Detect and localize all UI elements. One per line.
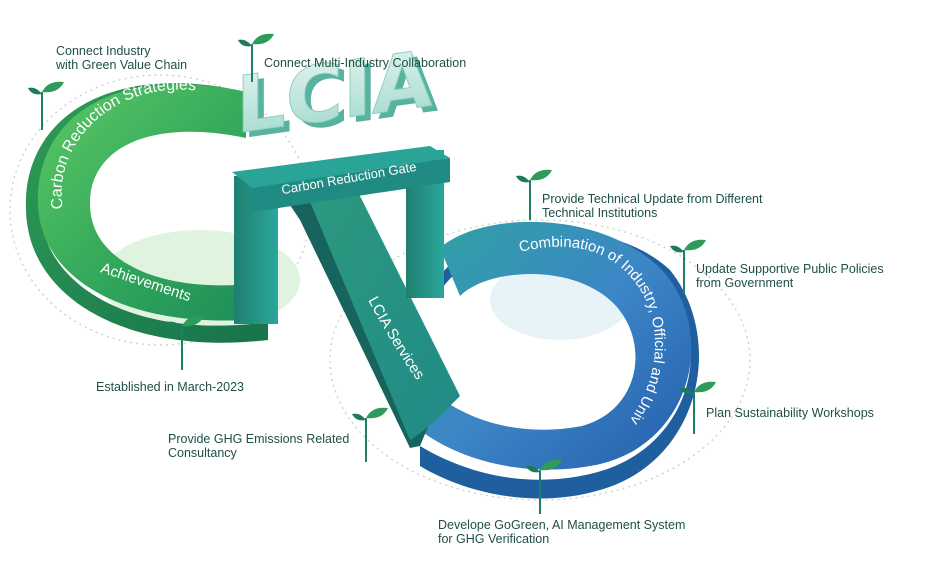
right-loop-side xyxy=(420,231,700,499)
sprout-markers xyxy=(28,33,716,514)
sprout-public-policies-icon xyxy=(670,239,706,294)
gate-top xyxy=(232,146,450,188)
node-text-line: from Government xyxy=(696,276,794,290)
sprout-technical-update-icon xyxy=(516,169,552,220)
lcia-logo: LCIA LCIA xyxy=(236,33,439,157)
node-text-line: Provide Technical Update from Different xyxy=(542,192,763,206)
node-public-policies: Update Supportive Public Policies from G… xyxy=(696,262,884,290)
services-band xyxy=(300,172,460,440)
sprout-connect-industry-icon xyxy=(28,81,64,130)
node-connect-industry: Connect Industry with Green Value Chain xyxy=(56,44,187,72)
right-loop xyxy=(420,221,700,499)
node-text-line: Established in March-2023 xyxy=(96,380,244,394)
node-text-line: Technical Institutions xyxy=(542,206,658,220)
node-technical-update: Provide Technical Update from Different … xyxy=(542,192,762,220)
node-workshops: Plan Sustainability Workshops xyxy=(706,406,874,420)
node-text-line: Update Supportive Public Policies xyxy=(696,262,884,276)
node-text-line: Plan Sustainability Workshops xyxy=(706,406,874,420)
node-text-line: Develope GoGreen, AI Management System xyxy=(438,518,686,532)
node-multi-industry: Connect Multi-Industry Collaboration xyxy=(264,56,466,70)
sprout-established-icon xyxy=(168,315,204,370)
gate-beam xyxy=(252,158,450,212)
sprout-multi-industry-icon xyxy=(238,33,274,82)
left-loop-band xyxy=(37,84,268,321)
node-text-line: Connect Industry xyxy=(56,44,151,58)
node-established: Established in March-2023 xyxy=(96,380,244,394)
sprout-ghg-consultancy-icon xyxy=(352,407,388,462)
node-ghg-consultancy: Provide GHG Emissions Related Consultanc… xyxy=(168,432,349,460)
sprout-workshops-icon xyxy=(680,381,716,434)
svg-text:LCIA: LCIA xyxy=(236,34,433,152)
services-band-group xyxy=(268,172,460,448)
left-loop xyxy=(25,83,268,343)
node-text-line: Connect Multi-Industry Collaboration xyxy=(264,56,467,70)
node-text-line: Consultancy xyxy=(168,446,237,460)
node-text-line: with Green Value Chain xyxy=(56,58,188,72)
sprout-gogreen-icon xyxy=(526,459,562,514)
node-text-line: for GHG Verification xyxy=(438,532,550,546)
right-loop-band xyxy=(420,221,692,470)
node-gogreen: Develope GoGreen, AI Management System f… xyxy=(438,518,685,546)
lcia-logo-text: LCIA xyxy=(236,34,433,152)
node-text-line: Provide GHG Emissions Related xyxy=(168,432,350,446)
